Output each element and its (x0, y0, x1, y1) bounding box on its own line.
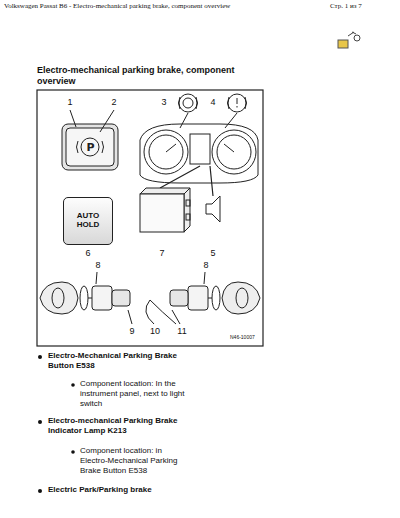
callout-number: 7 (156, 248, 168, 259)
callout-number: 11 (175, 326, 189, 337)
callout-number: 8 (200, 260, 212, 271)
page-number: Стр. 1 из 7 (330, 2, 362, 11)
callout-number: 5 (207, 248, 219, 259)
page-header: Volkswagen Passat B6 - Electro-mechanica… (4, 2, 230, 11)
bullet-heading: Electro-Mechanical Parking Brake Button … (48, 351, 178, 371)
callout-number: 9 (126, 326, 138, 337)
button-text: AUTO HOLD (73, 212, 103, 230)
callout-number: 6 (82, 248, 94, 259)
callout-number: 10 (148, 326, 162, 337)
bullet-heading: Electric Park/Parking brake (48, 485, 178, 495)
svg-text:P: P (87, 141, 95, 154)
bullet-text: Component location: in Electro-Mechanica… (80, 446, 190, 476)
callout-number: 4 (207, 97, 219, 108)
figure-id: N46-10007 (230, 334, 255, 340)
auto-hold-button: AUTO HOLD (63, 197, 113, 245)
callout-number: 3 (158, 97, 170, 108)
callout-number: 1 (64, 97, 76, 108)
bullet-heading: Electro-mechanical Parking Brake Indicat… (48, 416, 178, 436)
callout-number: 2 (108, 97, 120, 108)
page-title: Electro-mechanical parking brake, compon… (37, 65, 237, 88)
bullet-text: Component location: In the instrument pa… (80, 379, 190, 409)
callout-number: 8 (92, 260, 104, 271)
